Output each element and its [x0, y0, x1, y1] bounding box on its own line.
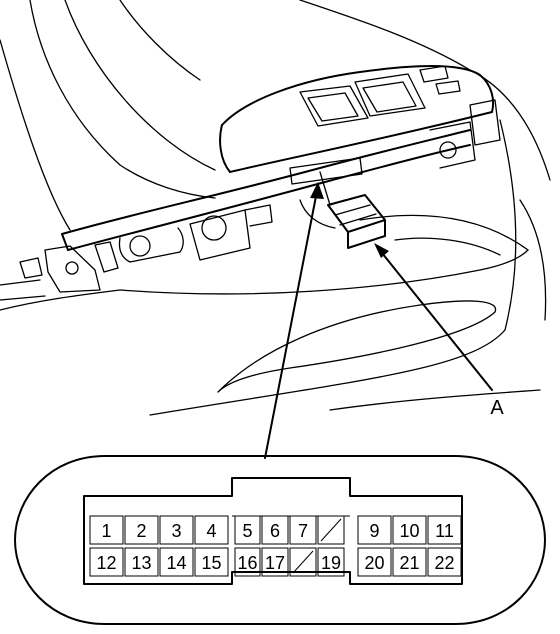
pin-number: 6	[270, 521, 280, 541]
unused-pin-slash	[320, 518, 342, 542]
pin-number: 10	[399, 521, 419, 541]
pin-number: 4	[206, 521, 216, 541]
pin-number: 1	[101, 521, 111, 541]
connector-a	[327, 194, 386, 249]
pin-cavity	[234, 547, 261, 577]
pin-cavity	[234, 515, 261, 545]
pin-cavity	[427, 515, 462, 545]
pin-number: 9	[369, 521, 379, 541]
pin-cavity	[89, 515, 124, 545]
pin-cavity	[392, 547, 427, 577]
pin-number: 14	[166, 553, 186, 573]
pin-cavity	[317, 515, 345, 545]
unused-pin-slash	[292, 550, 314, 574]
pin-number: 17	[265, 553, 285, 573]
pin-cavity	[194, 515, 229, 545]
pin-number: 5	[242, 521, 252, 541]
armrest-bracket	[0, 129, 471, 301]
pin-cavity	[89, 547, 124, 577]
pin-number: 7	[298, 521, 308, 541]
pin-cavity	[124, 547, 159, 577]
power-window-switch	[219, 65, 501, 173]
pin-number: 16	[237, 553, 257, 573]
pin-cavity	[427, 547, 462, 577]
pin-cavity	[194, 547, 229, 577]
pin-cavity	[317, 547, 345, 577]
pin-number: 11	[435, 521, 454, 541]
pin-number: 21	[399, 553, 419, 573]
pin-number: 15	[201, 553, 221, 573]
pin-cavity	[124, 515, 159, 545]
pin-cavity	[261, 547, 289, 577]
pin-number: 3	[171, 521, 181, 541]
pin-number: 22	[434, 553, 454, 573]
door-trim-outline	[0, 0, 551, 416]
callout-label-a: A	[490, 397, 504, 419]
pin-number: 2	[136, 521, 146, 541]
pin-cavity	[159, 547, 194, 577]
leader-lines	[264, 182, 493, 459]
pin-cavity	[357, 515, 392, 545]
pin-number: 13	[131, 553, 151, 573]
pin-cavity	[159, 515, 194, 545]
pin-cavity	[261, 515, 289, 545]
pin-cavity	[289, 547, 317, 577]
pin-number: 19	[321, 553, 341, 573]
pin-cavity	[289, 515, 317, 545]
pin-cavity	[357, 547, 392, 577]
pin-cavity	[392, 515, 427, 545]
pin-cells	[89, 515, 462, 577]
pin-number: 12	[96, 553, 116, 573]
pin-number: 20	[364, 553, 384, 573]
